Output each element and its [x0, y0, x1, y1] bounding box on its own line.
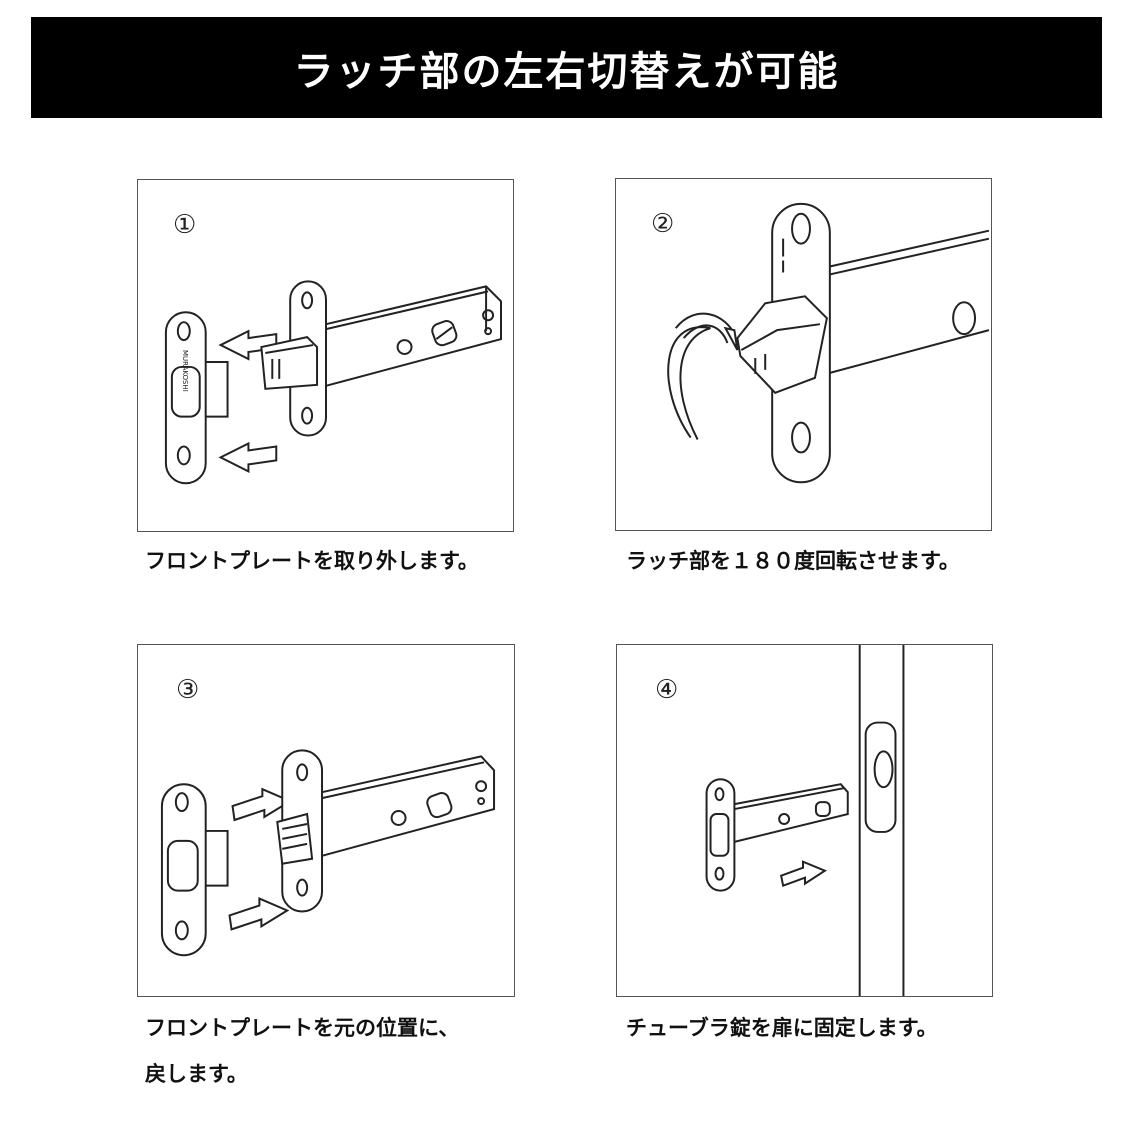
page-title: ラッチ部の左右切替えが可能 [293, 48, 840, 95]
step-3-caption-line2: 戻します。 [145, 1062, 248, 1086]
step-number: ③ [176, 675, 200, 705]
latch-rotation-drawing [667, 202, 990, 484]
step-4-caption: チューブラ錠を扉に固定します。 [626, 1016, 938, 1040]
title-banner: ラッチ部の左右切替えが可能 [31, 17, 1102, 118]
step-2-caption: ラッチ部を１８０度回転させます。 [626, 549, 960, 573]
door-install-drawing [705, 645, 905, 996]
step-number: ④ [655, 675, 679, 705]
step-4-illustration: ④ [616, 644, 993, 997]
step-3-illustration: ③ [137, 644, 515, 997]
plate-reattach-drawing [160, 749, 496, 957]
plate-brand-mark: MURAKOSHI [181, 350, 189, 392]
step-1-illustration: MURAKOSHI ① [137, 179, 514, 532]
step-2-illustration: ② [615, 178, 992, 531]
step-number: ① [173, 210, 197, 240]
latch-removal-drawing: MURAKOSHI [164, 280, 502, 485]
step-3-caption-line1: フロントプレートを元の位置に、 [145, 1016, 460, 1040]
step-number: ② [651, 209, 675, 239]
step-1-caption: フロントプレートを取り外します。 [145, 549, 479, 573]
